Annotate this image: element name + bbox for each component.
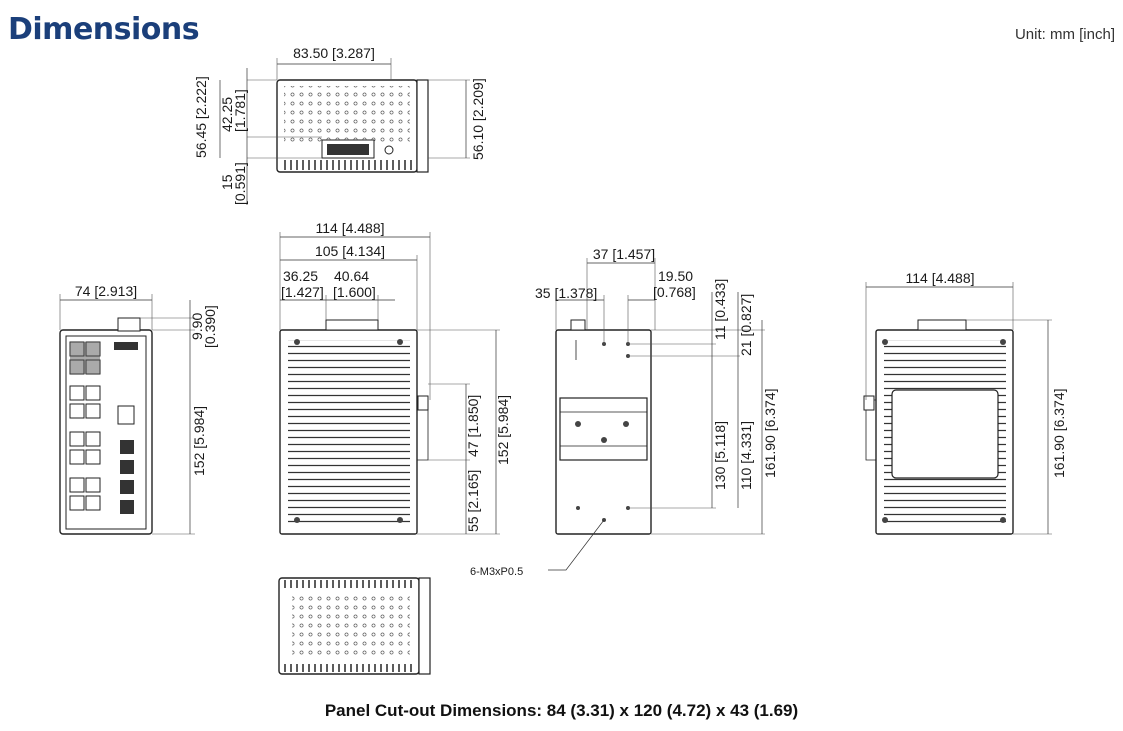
side2-height-label: 161.90 [6.374] [1051,388,1067,478]
top-right-label: 56.10 [2.209] [470,78,486,160]
side-off-b1-label: 40.64 [334,268,369,284]
rear-d11-label: 11 [0.433] [712,279,728,340]
front-height-label: 152 [5.984] [191,406,207,476]
top-width-label: 83.50 [3.287] [293,45,375,61]
top-view: 83.50 [3.287] 56.45 [2.222] 42.25 [1.781… [193,45,486,205]
top-h1-label: 56.45 [2.222] [193,76,209,158]
rear-d21-label: 21 [0.827] [738,294,754,356]
top-bottom-b-label: [0.591] [232,162,248,205]
unit-label: Unit: mm [inch] [1014,26,1115,43]
side2-view: 114 [4.488] 161.90 [6.374] [863,270,1067,535]
front-view: 74 [2.913] 9.90 [0.390] 152 [5.984] [59,283,218,535]
rear-d1950a-label: 19.50 [658,268,693,284]
side-body-width-label: 105 [4.134] [315,243,385,259]
side-height-label: 152 [5.984] [495,395,511,465]
side-off-b2-label: [1.600] [333,284,376,300]
rear-d16190-label: 161.90 [6.374] [762,388,778,478]
rear-d1950b-label: [0.768] [653,284,696,300]
top-h2b-label: [1.781] [232,89,248,132]
side-clip-height-label: 47 [1.850] [465,395,481,457]
rear-view: 37 [1.457] 35 [1.378] 19.50 [0.768] 11 [… [470,246,778,578]
bottom-view [278,577,431,675]
page-title: Dimensions [8,12,200,47]
top-h2a-label: 42.25 [219,97,235,132]
rear-d110-label: 110 [4.331] [738,421,754,490]
side-off-a1-label: 36.25 [283,268,318,284]
front-top-b-label: [0.390] [202,305,218,348]
side-view: 114 [4.488] 105 [4.134] 36.25 [1.427] 40… [279,220,511,535]
front-top-a-label: 9.90 [189,313,205,340]
rear-d35-label: 35 [1.378] [535,285,597,301]
panel-cutout-caption: Panel Cut-out Dimensions: 84 (3.31) x 12… [324,701,799,720]
front-width-label: 74 [2.913] [75,283,137,299]
rear-d130-label: 130 [5.118] [712,421,728,490]
rear-screw-label: 6-M3xP0.5 [470,566,523,578]
side-off-a2-label: [1.427] [281,284,324,300]
side-clip-bottom-label: 55 [2.165] [465,470,481,532]
top-bottom-a-label: 15 [219,174,235,190]
side2-width-label: 114 [4.488] [905,270,974,286]
side-total-width-label: 114 [4.488] [315,220,384,236]
rear-d37-label: 37 [1.457] [593,246,655,262]
